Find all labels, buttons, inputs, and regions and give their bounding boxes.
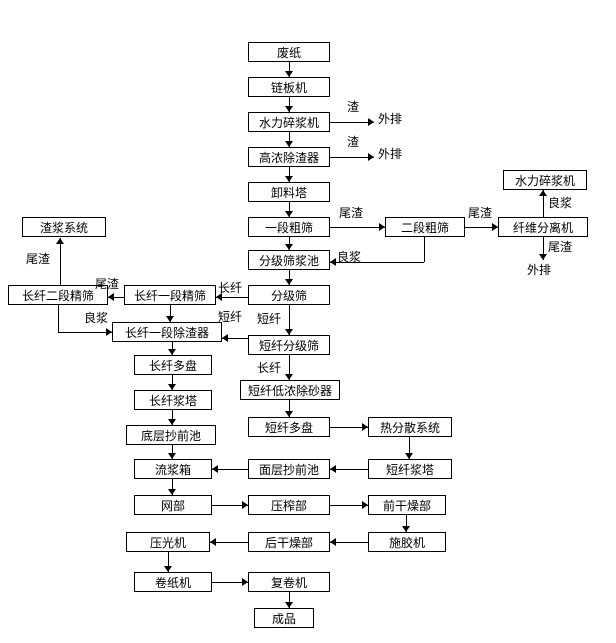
node-lf-cleaner-1: 长纤一段除渣器: [112, 322, 222, 342]
edge-label-fine1-tail: 尾渣: [95, 277, 120, 291]
node-rewinder: 复卷机: [248, 572, 330, 592]
arrow-separator-to-pulper-right: [539, 190, 547, 217]
arrow-grading-to-sfgrading: [285, 305, 293, 335]
arrow-pulper-to-cleaner: [285, 132, 293, 147]
node-sf-disc-filter: 短纤多盘: [248, 417, 330, 437]
arrow-sfgrading-to-sandremover: [285, 355, 293, 380]
node-waste-paper: 废纸: [248, 42, 330, 62]
arrow-waste-to-chain: [285, 62, 293, 77]
edge-label-fine2-tail: 尾渣: [26, 252, 51, 266]
arrow-cleaner-to-tower: [285, 167, 293, 182]
arrow-pool-to-grading: [285, 270, 293, 285]
node-bottom-layer-pool: 底层抄前池: [126, 425, 216, 445]
arrow-postdryer-to-calender: [210, 538, 248, 546]
arrow-coarse2-goodpulp-seg2: [330, 258, 424, 266]
node-hydraulic-pulper: 水力碎浆机: [248, 112, 330, 132]
edge-label-coarse2-good-pulp: 良浆: [337, 250, 362, 264]
node-press-section: 压榨部: [248, 495, 330, 515]
arrow-press-to-predryer: [330, 501, 368, 509]
node-calender: 压光机: [126, 532, 210, 552]
node-fiber-separator: 纤维分离机: [498, 217, 588, 237]
node-post-dryer-section: 后干燥部: [248, 532, 330, 552]
arrow-rewinder-to-product: [285, 592, 293, 608]
edge-label-coarse1-tail: 尾渣: [339, 206, 364, 220]
arrow-sfgrading-to-lfcleaner: [222, 334, 248, 342]
edge-label-short-fiber-to-cleaner: 短纤: [218, 310, 243, 324]
arrow-predryer-to-sizer: [402, 515, 410, 532]
node-wire-section: 网部: [134, 495, 212, 515]
arrow-winder-to-rewinder: [212, 578, 248, 586]
arrow-wire-to-press: [212, 501, 248, 509]
node-grading-screen: 分级筛: [248, 285, 330, 305]
node-paper-winder: 卷纸机: [134, 572, 212, 592]
arrow-fine1-to-fine2: [108, 293, 124, 301]
arrow-bottompool-to-headbox: [168, 445, 176, 459]
arrow-toppool-to-headbox: [212, 465, 248, 473]
node-headbox: 流浆箱: [134, 459, 212, 479]
node-top-layer-pool: 面层抄前池: [248, 459, 330, 479]
arrow-lfcleaner-to-lfdisc: [168, 342, 176, 355]
node-sf-lc-sand-remover: 短纤低浓除砂器: [240, 380, 340, 400]
edge-label-separator-tail: 尾渣: [548, 240, 573, 254]
arrow-sizer-to-postdryer: [330, 538, 368, 546]
edge-label-long-fiber: 长纤: [218, 281, 243, 295]
node-lf-fine-screen-1: 长纤一段精筛: [124, 285, 216, 305]
node-sf-grading-screen: 短纤分级筛: [248, 335, 330, 355]
edge-label-pulper-slag: 渣: [347, 100, 360, 114]
arrow-fine2-goodpulp-seg2: [58, 328, 112, 336]
node-pre-dryer-section: 前干燥部: [368, 495, 446, 515]
arrow-fine2-to-slagsystem: [56, 238, 64, 285]
arrow-sandremover-to-sfdisc: [285, 400, 293, 417]
arrow-coarse1-to-coarse2: [330, 223, 385, 231]
arrow-grading-to-fine1: [216, 293, 248, 301]
edge-label-cleaner-slag: 渣: [347, 135, 360, 149]
node-lf-disc-filter: 长纤多盘: [134, 355, 212, 375]
node-sf-pulp-tower: 短纤浆塔: [368, 459, 452, 479]
node-coarse-screen-2: 二段粗筛: [385, 217, 465, 237]
node-finished-product: 成品: [254, 608, 314, 628]
arrow-cleaner-slag-out: [330, 153, 374, 161]
node-lf-fine-screen-2: 长纤二段精筛: [8, 285, 108, 305]
arrow-separator-tail-out: [539, 237, 547, 260]
arrow-fine1-to-lfcleaner: [166, 305, 174, 322]
node-heat-dispersion-system: 热分散系统: [368, 417, 452, 437]
node-sizing-machine: 施胶机: [368, 532, 446, 552]
edge-label-coarse2-tail: 尾渣: [468, 206, 493, 220]
node-chain-plate-machine: 链板机: [248, 77, 330, 97]
arrow-calender-to-winder: [164, 552, 172, 572]
node-grading-screen-pool: 分级筛浆池: [248, 250, 330, 270]
arrow-tower-to-coarse1: [285, 202, 293, 217]
node-high-consistency-cleaner: 高浓除渣器: [248, 147, 330, 167]
arrow-coarse1-to-pool: [285, 237, 293, 250]
edge-label-cleaner-slag-out: 外排: [378, 147, 403, 161]
edge-label-pulper-slag-out: 外排: [378, 112, 403, 126]
arrow-pulper-slag-out: [330, 118, 374, 126]
arrow-coarse2-to-separator: [465, 223, 498, 231]
arrow-lfdisc-to-lftower: [168, 375, 176, 390]
node-lf-pulp-tower: 长纤浆塔: [134, 390, 212, 410]
node-discharge-tower: 卸料塔: [248, 182, 330, 202]
edge-label-separator-good-pulp: 良浆: [548, 196, 573, 210]
node-coarse-screen-1: 一段粗筛: [248, 217, 330, 237]
arrow-fine2-goodpulp-seg1: [58, 305, 59, 332]
arrow-chain-to-pulper: [285, 97, 293, 112]
edge-label-short-fiber: 短纤: [257, 312, 282, 326]
edge-label-separator-out: 外排: [527, 263, 552, 277]
node-hydraulic-pulper-right: 水力碎浆机: [503, 170, 587, 190]
arrow-lftower-to-bottompool: [168, 410, 176, 425]
arrow-sftower-to-toppool: [330, 465, 368, 473]
node-slag-pulp-system: 渣浆系统: [22, 217, 106, 237]
edge-label-long-fiber-down: 长纤: [257, 361, 282, 375]
edge-label-fine2-good-pulp: 良浆: [84, 311, 109, 325]
arrow-headbox-to-wire: [168, 479, 176, 495]
arrow-heatdisp-to-sftower: [405, 437, 413, 459]
arrow-sfdisc-to-heatdisp: [330, 423, 368, 431]
arrow-coarse2-goodpulp-seg1: [424, 237, 425, 262]
